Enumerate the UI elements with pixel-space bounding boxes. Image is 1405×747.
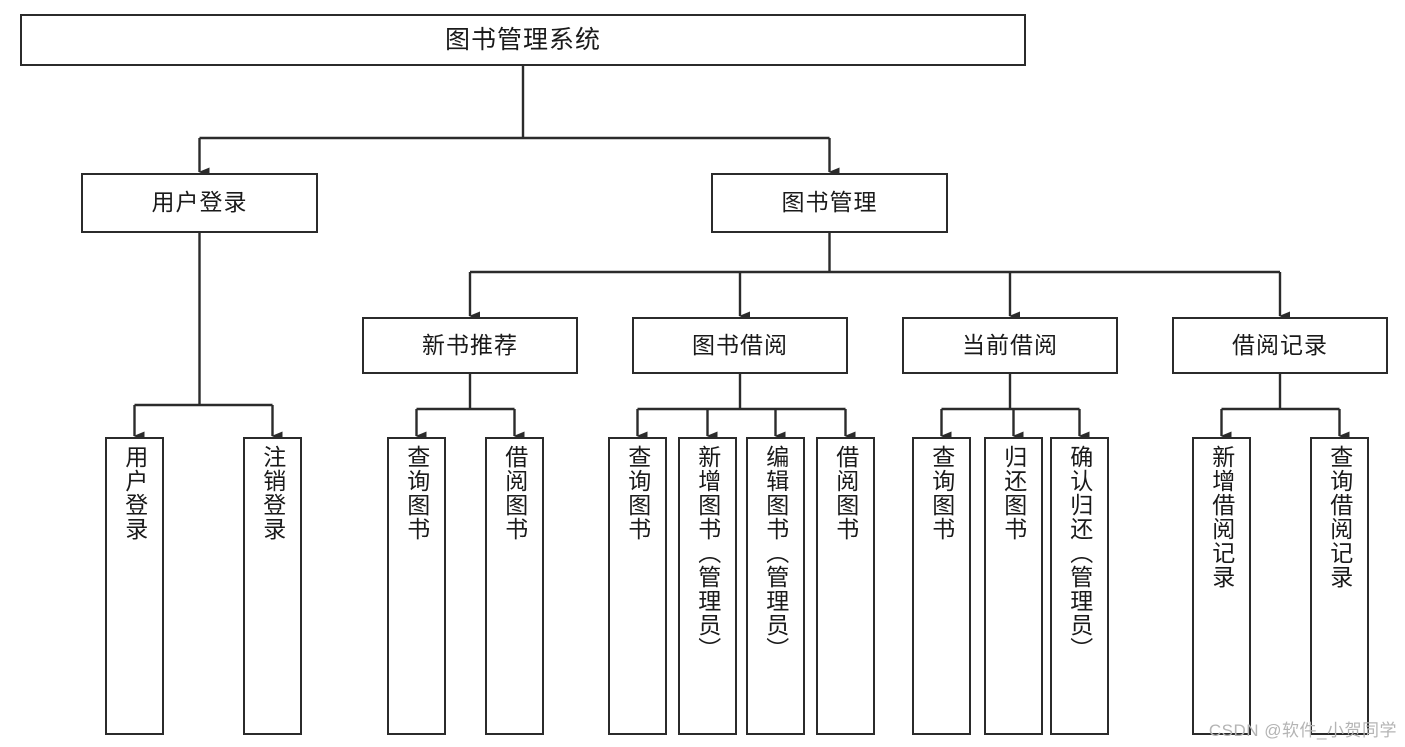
edge-group: [133, 66, 1350, 441]
node-label: 查询图书: [624, 445, 651, 541]
node-label: 当前借阅: [962, 331, 1058, 358]
node-leaf_3[interactable]: 借阅图书: [485, 437, 544, 735]
node-label: 借阅图书: [832, 445, 859, 541]
node-label: 归还图书: [1000, 445, 1027, 541]
node-l1_1[interactable]: 图书管理: [711, 173, 948, 233]
node-leaf_1[interactable]: 注销登录: [243, 437, 302, 735]
node-l1_0[interactable]: 用户登录: [81, 173, 318, 233]
node-l2_3[interactable]: 借阅记录: [1172, 317, 1388, 374]
node-label: 借阅图书: [501, 445, 528, 541]
node-label: 查询图书: [928, 445, 955, 541]
node-leaf_4[interactable]: 查询图书: [608, 437, 667, 735]
node-label: 确认归还（管理员）: [1066, 445, 1093, 661]
node-l2_1[interactable]: 图书借阅: [632, 317, 848, 374]
node-label: 新增图书（管理员）: [694, 445, 721, 661]
node-leaf_0[interactable]: 用户登录: [105, 437, 164, 735]
node-root[interactable]: 图书管理系统: [20, 14, 1026, 66]
node-label: 新增借阅记录: [1208, 445, 1235, 589]
node-label: 借阅记录: [1232, 331, 1328, 358]
node-label: 图书管理系统: [444, 26, 601, 54]
node-l2_2[interactable]: 当前借阅: [902, 317, 1118, 374]
node-label: 用户登录: [151, 189, 248, 216]
node-leaf_10[interactable]: 确认归还（管理员）: [1050, 437, 1109, 735]
node-label: 图书借阅: [692, 331, 788, 358]
node-l2_0[interactable]: 新书推荐: [362, 317, 578, 374]
node-leaf_9[interactable]: 归还图书: [984, 437, 1043, 735]
node-leaf_8[interactable]: 查询图书: [912, 437, 971, 735]
node-leaf_7[interactable]: 借阅图书: [816, 437, 875, 735]
node-label: 用户登录: [121, 445, 148, 541]
node-label: 查询借阅记录: [1326, 445, 1353, 589]
node-leaf_6[interactable]: 编辑图书（管理员）: [746, 437, 805, 735]
watermark-label: CSDN @软件_小贺同学: [1208, 721, 1397, 740]
node-label: 编辑图书（管理员）: [762, 445, 789, 661]
node-leaf_11[interactable]: 新增借阅记录: [1192, 437, 1251, 735]
node-label: 注销登录: [259, 445, 286, 541]
node-label: 查询图书: [403, 445, 430, 541]
node-label: 新书推荐: [422, 331, 518, 358]
node-leaf_5[interactable]: 新增图书（管理员）: [678, 437, 737, 735]
node-leaf_12[interactable]: 查询借阅记录: [1310, 437, 1369, 735]
node-leaf_2[interactable]: 查询图书: [387, 437, 446, 735]
node-label: 图书管理: [781, 189, 878, 216]
